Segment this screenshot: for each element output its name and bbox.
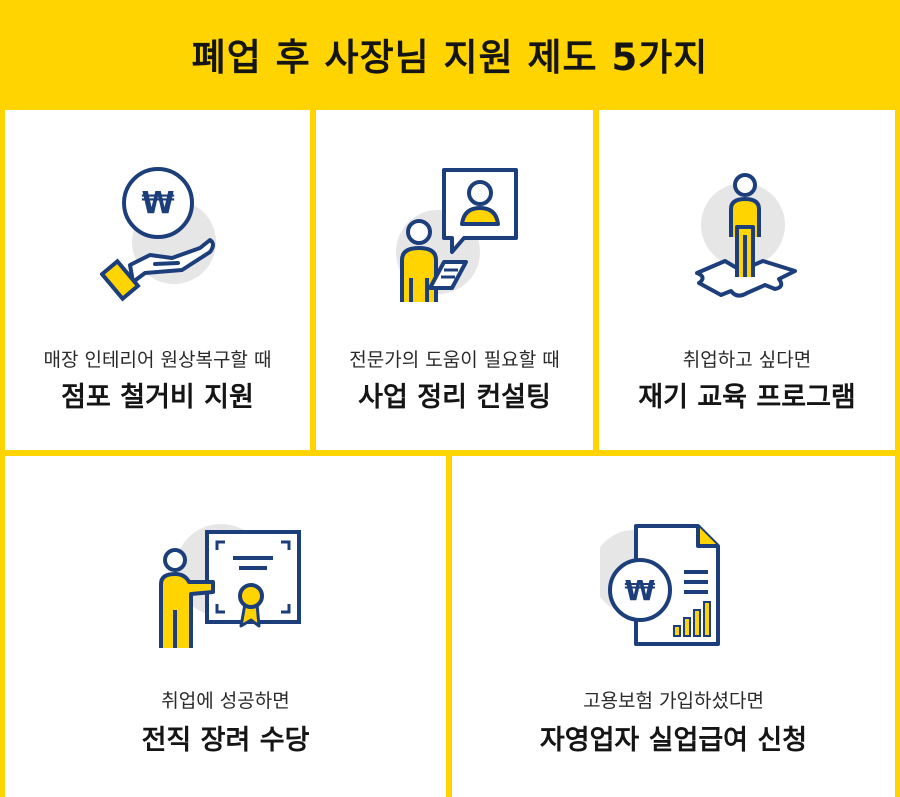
certificate-presenter-icon (159, 524, 301, 648)
card-title: 사업 정리 컨설팅 (358, 382, 551, 413)
card-retraining-program: 취업하고 싶다면 재기 교육 프로그램 (599, 110, 895, 450)
document-coin-icon: ₩ (600, 524, 720, 646)
card-title: 재기 교육 프로그램 (638, 382, 856, 413)
card-title: 전직 장려 수당 (141, 725, 310, 756)
svg-text:₩: ₩ (625, 574, 656, 607)
card-subtitle: 취업하고 싶다면 (682, 349, 812, 371)
person-puzzle-icon (695, 173, 797, 298)
card-title: 자영업자 실업급여 신청 (539, 725, 808, 756)
header-banner: 폐업 후 사장님 지원 제도 5가지 (0, 0, 900, 108)
card-job-transition-allowance: 취업에 성공하면 전직 장려 수당 (5, 456, 446, 797)
hand-coin-icon: ₩ (100, 167, 216, 302)
card-title: 점포 철거비 지원 (61, 382, 254, 413)
card-subtitle: 매장 인테리어 원상복구할 때 (43, 349, 272, 371)
card-subtitle: 전문가의 도움이 필요할 때 (349, 349, 560, 371)
page-title: 폐업 후 사장님 지원 제도 5가지 (191, 36, 709, 79)
card-subtitle: 취업에 성공하면 (161, 690, 290, 712)
card-subtitle: 고용보험 가입하셨다면 (583, 690, 764, 712)
card-business-consulting: 전문가의 도움이 필요할 때 사업 정리 컨설팅 (316, 110, 593, 450)
svg-text:₩: ₩ (141, 186, 174, 221)
card-store-demolition: ₩ 매장 인테리어 원상복구할 때 점포 철거비 지원 (5, 110, 310, 450)
consultant-icon (396, 168, 518, 302)
card-unemployment-benefit: ₩ 고용보험 가입하셨다면 자영업자 실업급여 신청 (452, 456, 895, 797)
